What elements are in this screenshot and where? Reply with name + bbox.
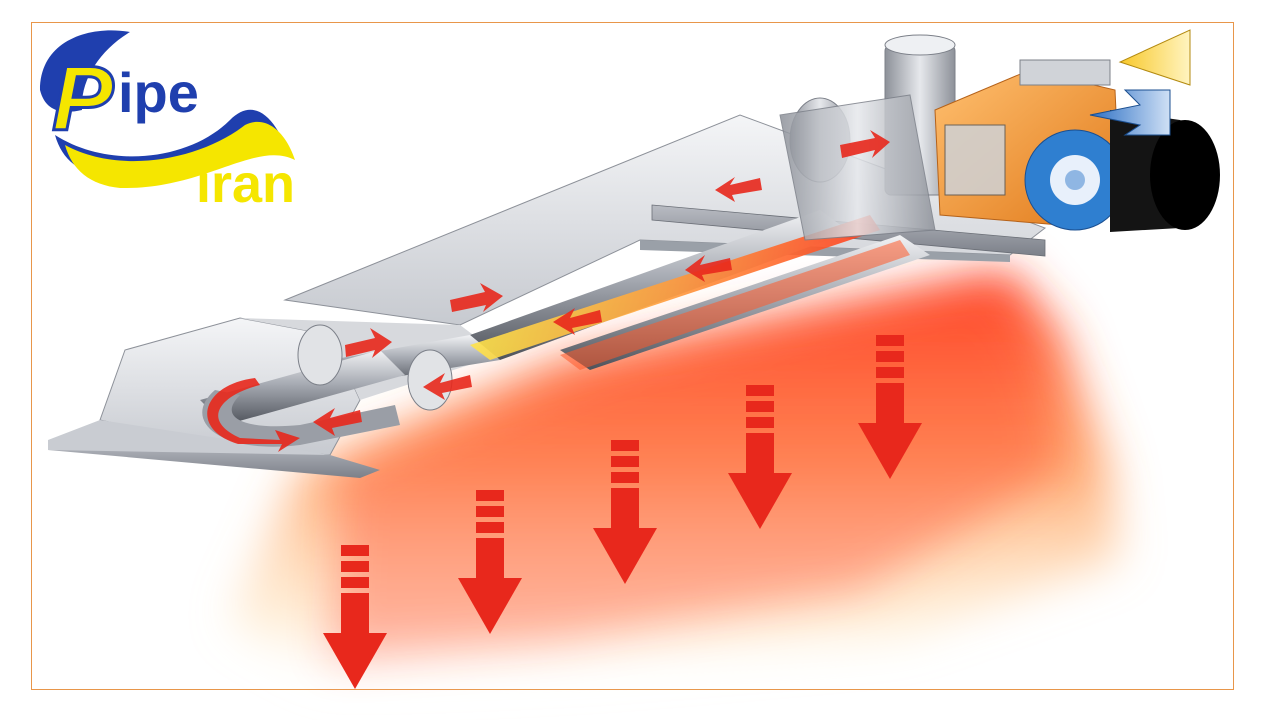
flow-arrow-icon: [685, 255, 732, 282]
left-arrow-icon: [1118, 29, 1191, 86]
flow-arrows: [207, 130, 890, 452]
inlet-arrows: [1089, 29, 1191, 136]
flow-arrow-icon: [715, 177, 762, 202]
left-arrow-icon: [1089, 89, 1171, 136]
flow-arrow-icon: [423, 373, 472, 400]
flow-arrow-icon: [840, 130, 890, 158]
down-arrow-icon: [458, 490, 522, 634]
ignition-panel: [944, 124, 1006, 196]
pipe-iran-logo: P ipe iran: [40, 30, 295, 214]
logo-swoosh-blue: [40, 30, 130, 112]
logo-swoosh-yellow: [65, 121, 295, 189]
logo-word-bottom: iran: [196, 154, 295, 214]
logo-initial: P: [52, 48, 114, 150]
flow-arrow-icon: [345, 328, 392, 358]
down-arrow-icon: [728, 385, 792, 529]
flow-arrow-icon: [313, 408, 362, 436]
heat-arrows: [323, 335, 922, 689]
flow-arrow-icon: [450, 283, 503, 312]
down-arrow-icon: [858, 335, 922, 479]
down-arrow-icon: [593, 440, 657, 584]
down-arrow-icon: [323, 545, 387, 689]
fuel-inlet-box: [1019, 59, 1111, 86]
flow-arrow-icon: [553, 308, 602, 335]
burner-unit: [779, 34, 1220, 241]
logo-word-top: ipe: [118, 61, 199, 124]
flow-arrow-icon: [207, 378, 300, 452]
